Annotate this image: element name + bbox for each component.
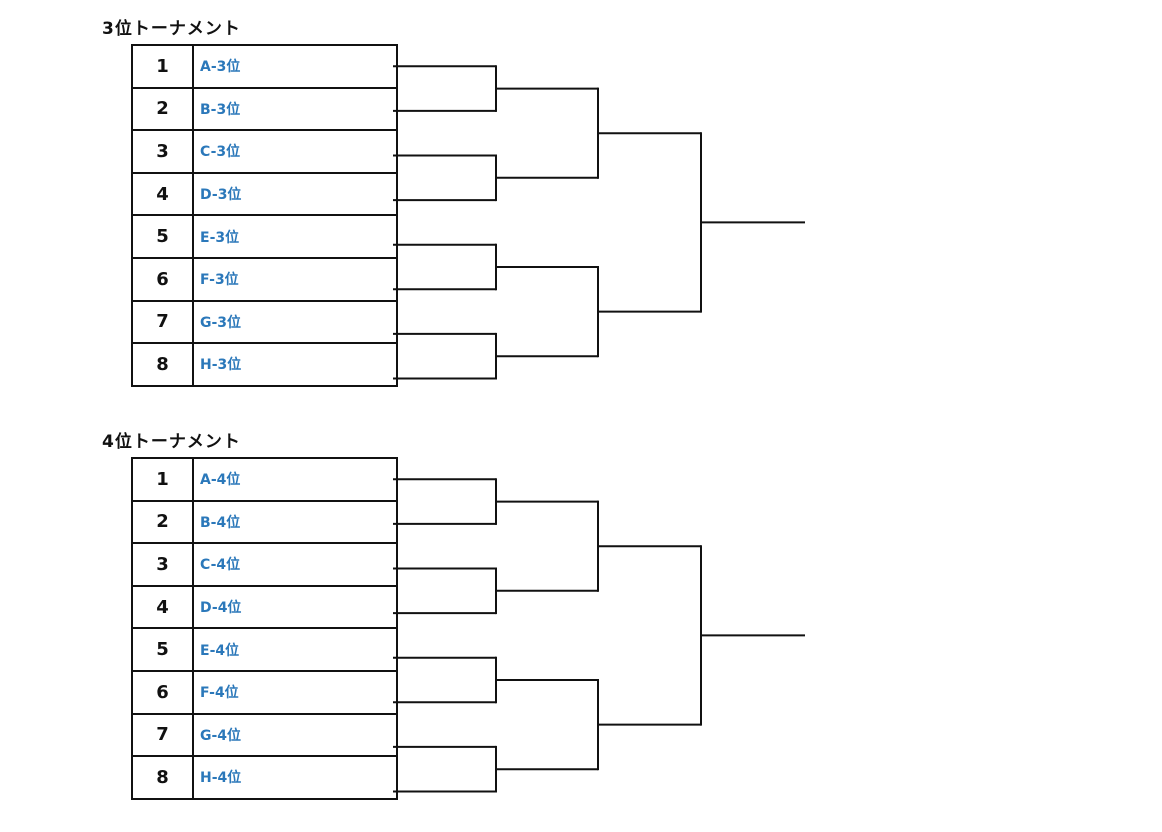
bracket-lines <box>393 478 805 793</box>
seed-number: 6 <box>131 256 194 302</box>
seed-number: 1 <box>131 457 194 502</box>
team-name: G-3位 <box>192 299 398 345</box>
team-name: H-4位 <box>192 755 398 800</box>
team-name: C-4位 <box>192 542 398 587</box>
team-name: A-3位 <box>192 44 398 89</box>
seed-number: 3 <box>131 129 194 174</box>
team-name: H-3位 <box>192 342 398 387</box>
seed-number: 4 <box>131 171 194 217</box>
seed-number: 4 <box>131 584 194 630</box>
team-name: B-4位 <box>192 499 398 545</box>
seed-number: 2 <box>131 86 194 132</box>
team-name: D-4位 <box>192 584 398 630</box>
team-name: D-3位 <box>192 171 398 217</box>
seed-number: 7 <box>131 712 194 758</box>
seed-number: 5 <box>131 627 194 672</box>
team-name: E-4位 <box>192 627 398 672</box>
seed-number: 8 <box>131 755 194 800</box>
section-title: 4位トーナメント <box>102 432 241 452</box>
team-name: F-4位 <box>192 669 398 715</box>
bracket-lines <box>393 65 805 380</box>
seed-number: 8 <box>131 342 194 387</box>
team-name: C-3位 <box>192 129 398 174</box>
seed-number: 6 <box>131 669 194 715</box>
team-name: B-3位 <box>192 86 398 132</box>
seed-number: 2 <box>131 499 194 545</box>
seed-number: 1 <box>131 44 194 89</box>
team-name: E-3位 <box>192 214 398 259</box>
seed-number: 3 <box>131 542 194 587</box>
team-name: G-4位 <box>192 712 398 758</box>
team-name: F-3位 <box>192 256 398 302</box>
seed-number: 5 <box>131 214 194 259</box>
seed-number: 7 <box>131 299 194 345</box>
team-name: A-4位 <box>192 457 398 502</box>
section-title: 3位トーナメント <box>102 19 241 39</box>
